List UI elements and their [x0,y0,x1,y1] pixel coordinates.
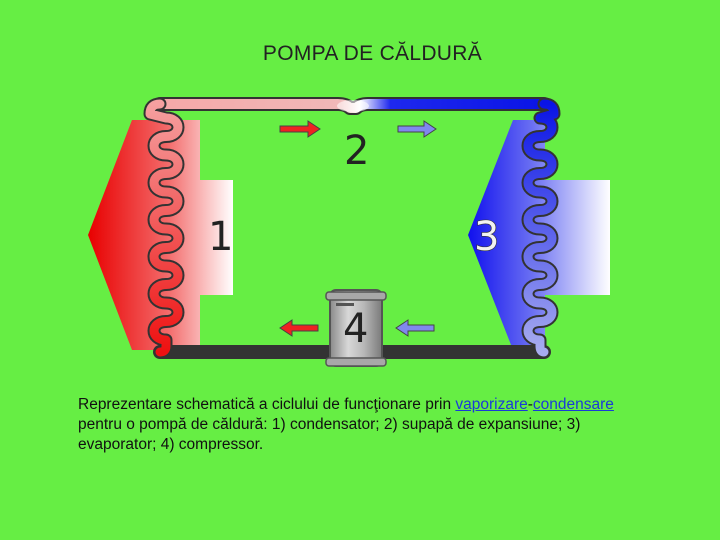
flow-arrow-top-left [279,120,321,138]
flow-arrow-bottom-right [395,319,435,337]
expansion-valve [337,100,369,112]
label-expansion-valve: 2 [344,128,369,174]
condensare-link[interactable]: condensare [532,396,614,413]
caption-text-start: Reprezentare schematică a ciclului de fu… [78,396,456,413]
flow-arrow-top-right [397,120,437,138]
slide-title: POMPA DE CĂLDURĂ [262,42,483,65]
vaporizare-link[interactable]: vaporizare [455,396,528,413]
label-compressor: 4 [343,306,368,352]
label-evaporator: 3 [474,214,499,260]
caption: Reprezentare schematică a ciclului de fu… [78,395,658,455]
label-condenser: 1 [208,214,233,260]
caption-dash: - [527,396,533,413]
flow-arrow-bottom-left [279,319,319,337]
caption-text-end: pentru o pompă de căldură: 1) condensato… [78,416,581,453]
compressor [325,289,387,367]
heat-output-arrow [88,120,233,350]
